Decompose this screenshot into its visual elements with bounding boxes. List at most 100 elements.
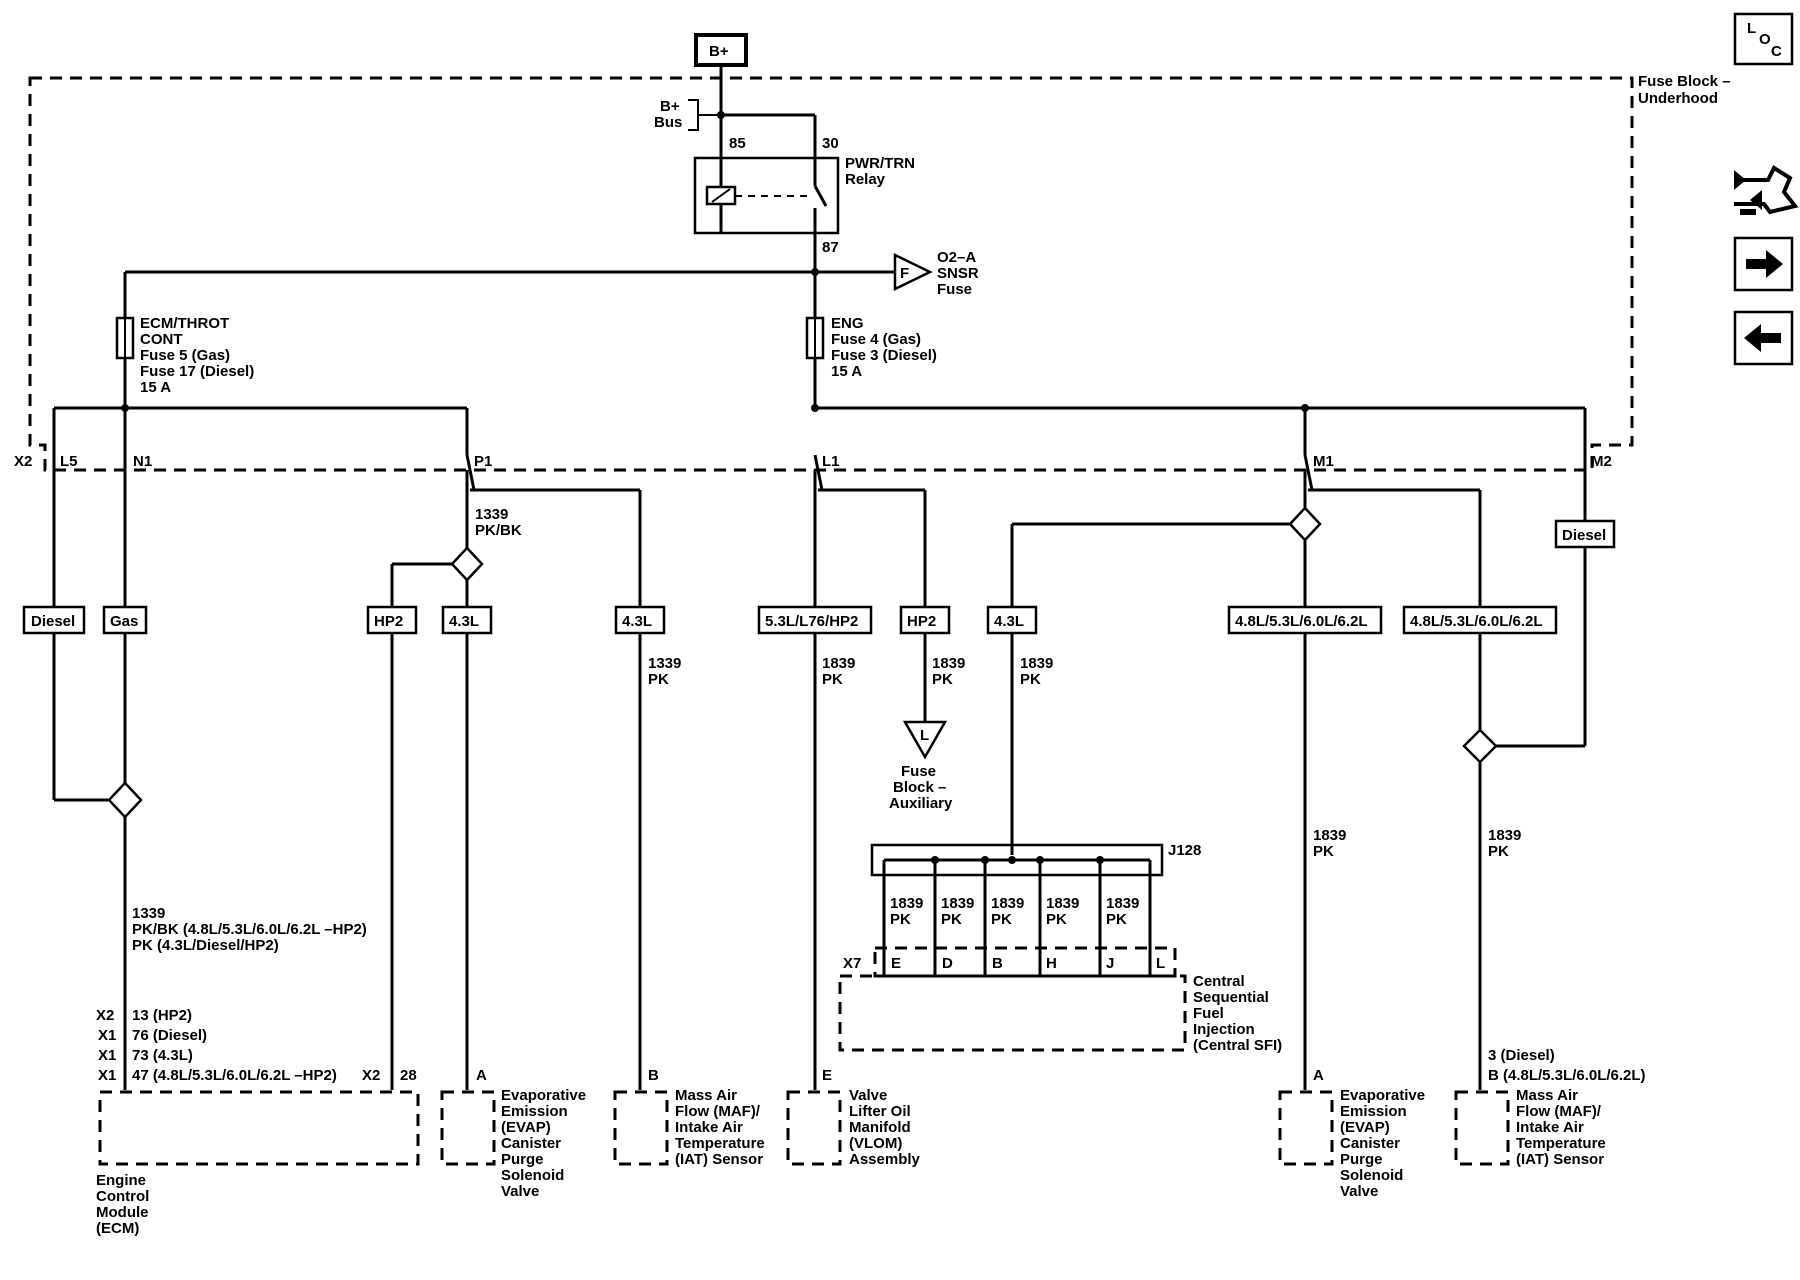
evap2-valve-module bbox=[1278, 1090, 1334, 1166]
aux-fuse-label-1: Fuse bbox=[901, 763, 936, 780]
vlom-label: Valve Lifter Oil Manifold (VLOM) Assembl… bbox=[849, 1087, 921, 1168]
vlom-pin-e: E bbox=[822, 1067, 832, 1084]
svg-text:Central: Central bbox=[1193, 973, 1245, 990]
o2-fuse-label-2: SNSR bbox=[937, 265, 979, 282]
tag-hp2-left: HP2 bbox=[366, 605, 418, 635]
svg-text:L: L bbox=[1747, 20, 1756, 37]
svg-text:Module: Module bbox=[96, 1204, 149, 1221]
evap-valve-label: Evaporative Emission (EVAP) Canister Pur… bbox=[501, 1087, 586, 1200]
relay-name-1: PWR/TRN bbox=[845, 155, 915, 172]
wire-label-vlom-2: PK bbox=[822, 671, 843, 688]
svg-text:E: E bbox=[891, 955, 901, 972]
aux-fuse-label-2: Block – bbox=[893, 779, 946, 796]
splice-diamond-ecm bbox=[107, 781, 143, 819]
ecm-x2-28-conn: X2 bbox=[362, 1067, 380, 1084]
svg-text:4.3L: 4.3L bbox=[622, 613, 652, 630]
sfi-label: Central Sequential Fuel Injection (Centr… bbox=[1193, 973, 1282, 1054]
tag-v8-hp2: 5.3L/L76/HP2 bbox=[757, 605, 873, 635]
splice-diamond-m1 bbox=[1288, 506, 1322, 542]
svg-text:1839: 1839 bbox=[1046, 895, 1079, 912]
eng-fuse-label: ENG Fuse 4 (Gas) Fuse 3 (Diesel) 15 A bbox=[831, 315, 937, 380]
ecm-pin-rows: X2 13 (HP2) X1 76 (Diesel) X1 73 (4.3L) … bbox=[96, 1007, 337, 1084]
tag-43l-2: 4.3L bbox=[614, 605, 666, 635]
svg-text:X1: X1 bbox=[98, 1067, 116, 1084]
svg-text:13 (HP2): 13 (HP2) bbox=[132, 1007, 192, 1024]
svg-text:X1: X1 bbox=[98, 1047, 116, 1064]
previous-page-button[interactable] bbox=[1733, 310, 1794, 366]
wire-1339-pkbk-1: 1339 bbox=[475, 506, 508, 523]
splice-diamond-p1 bbox=[450, 546, 484, 582]
loc-button[interactable]: L O C bbox=[1733, 12, 1794, 66]
svg-text:HP2: HP2 bbox=[907, 613, 936, 630]
svg-text:B: B bbox=[992, 955, 1003, 972]
svg-text:Assembly: Assembly bbox=[849, 1151, 921, 1168]
svg-text:ECM/THROT: ECM/THROT bbox=[140, 315, 229, 332]
svg-text:Flow (MAF)/: Flow (MAF)/ bbox=[1516, 1103, 1602, 1120]
o2-fuse-label-3: Fuse bbox=[937, 281, 972, 298]
wire-label-maf-2: PK bbox=[648, 671, 669, 688]
sfi-x7: X7 bbox=[843, 955, 861, 972]
schematic-component-icon[interactable] bbox=[1734, 165, 1799, 215]
fuse-block-outline bbox=[28, 76, 1634, 472]
evap-valve-module bbox=[440, 1090, 496, 1166]
svg-text:PK (4.3L/Diesel/HP2): PK (4.3L/Diesel/HP2) bbox=[132, 937, 279, 954]
svg-text:Fuel: Fuel bbox=[1193, 1005, 1224, 1022]
evap2-pin-a: A bbox=[1313, 1067, 1324, 1084]
svg-text:PK: PK bbox=[1106, 911, 1127, 928]
svg-text:Manifold: Manifold bbox=[849, 1119, 911, 1136]
svg-text:1839: 1839 bbox=[890, 895, 923, 912]
svg-text:Diesel: Diesel bbox=[31, 613, 75, 630]
svg-text:Lifter Oil: Lifter Oil bbox=[849, 1103, 911, 1120]
aux-fuse-marker-icon bbox=[902, 720, 948, 760]
svg-text:L: L bbox=[1156, 955, 1165, 972]
svg-text:Flow (MAF)/: Flow (MAF)/ bbox=[675, 1103, 761, 1120]
svg-text:Emission: Emission bbox=[1340, 1103, 1407, 1120]
ecm-pin-28: 28 bbox=[400, 1067, 417, 1084]
svg-text:Mass Air: Mass Air bbox=[675, 1087, 737, 1104]
next-page-button[interactable] bbox=[1733, 236, 1794, 292]
maf2-pin-v8: B (4.8L/5.3L/6.0L/6.2L) bbox=[1488, 1067, 1646, 1084]
sfi-pins: E D B H J L bbox=[891, 955, 1165, 972]
arrow-right-icon bbox=[1746, 250, 1783, 278]
o2-fuse-label-1: O2–A bbox=[937, 249, 976, 266]
svg-text:Gas: Gas bbox=[110, 613, 138, 630]
j128-label: J128 bbox=[1168, 842, 1201, 859]
splice-diamond-maf bbox=[1462, 728, 1498, 764]
ecm-throt-fuse-label: ECM/THROT CONT Fuse 5 (Gas) Fuse 17 (Die… bbox=[140, 315, 254, 396]
svg-text:Valve: Valve bbox=[849, 1087, 887, 1104]
svg-text:Injection: Injection bbox=[1193, 1021, 1255, 1038]
o2-fuse-marker-icon bbox=[893, 253, 933, 291]
svg-text:(IAT) Sensor: (IAT) Sensor bbox=[1516, 1151, 1604, 1168]
wire-label-sfi-1: 1839 bbox=[1020, 655, 1053, 672]
svg-text:PK: PK bbox=[1046, 911, 1067, 928]
svg-text:Purge: Purge bbox=[501, 1151, 544, 1168]
relay-name-2: Relay bbox=[845, 171, 886, 188]
relay-box bbox=[693, 156, 840, 235]
svg-text:1839: 1839 bbox=[991, 895, 1024, 912]
b-plus-bus-label-1: B+ bbox=[660, 98, 680, 115]
svg-text:(EVAP): (EVAP) bbox=[501, 1119, 551, 1136]
arrow-left-icon bbox=[1744, 324, 1781, 352]
conn-n1: N1 bbox=[133, 453, 152, 470]
tag-diesel-right: Diesel bbox=[1554, 519, 1616, 549]
wire-1339-pkbk-2: PK/BK bbox=[475, 522, 522, 539]
svg-text:(ECM): (ECM) bbox=[96, 1220, 139, 1237]
conn-l1: L1 bbox=[822, 453, 840, 470]
svg-text:J: J bbox=[1106, 955, 1114, 972]
aux-fuse-marker: L bbox=[920, 727, 929, 744]
svg-text:PK/BK (4.8L/5.3L/6.0L/6.2L –HP: PK/BK (4.8L/5.3L/6.0L/6.2L –HP2) bbox=[132, 921, 367, 938]
evap2-valve-label: Evaporative Emission (EVAP) Canister Pur… bbox=[1340, 1087, 1425, 1200]
ecm-wire-label: 1339 PK/BK (4.8L/5.3L/6.0L/6.2L –HP2) PK… bbox=[132, 905, 367, 954]
vlom-module bbox=[786, 1090, 842, 1166]
svg-text:Engine: Engine bbox=[96, 1172, 146, 1189]
conn-m2: M2 bbox=[1591, 453, 1612, 470]
sfi-module bbox=[838, 974, 1187, 1052]
conn-p1: P1 bbox=[474, 453, 492, 470]
svg-text:76 (Diesel): 76 (Diesel) bbox=[132, 1027, 207, 1044]
svg-text:4.3L: 4.3L bbox=[449, 613, 479, 630]
svg-text:Valve: Valve bbox=[1340, 1183, 1378, 1200]
svg-text:Canister: Canister bbox=[501, 1135, 561, 1152]
wire-label-evap2-1: 1839 bbox=[1313, 827, 1346, 844]
svg-text:4.8L/5.3L/6.0L/6.2L: 4.8L/5.3L/6.0L/6.2L bbox=[1235, 613, 1368, 630]
